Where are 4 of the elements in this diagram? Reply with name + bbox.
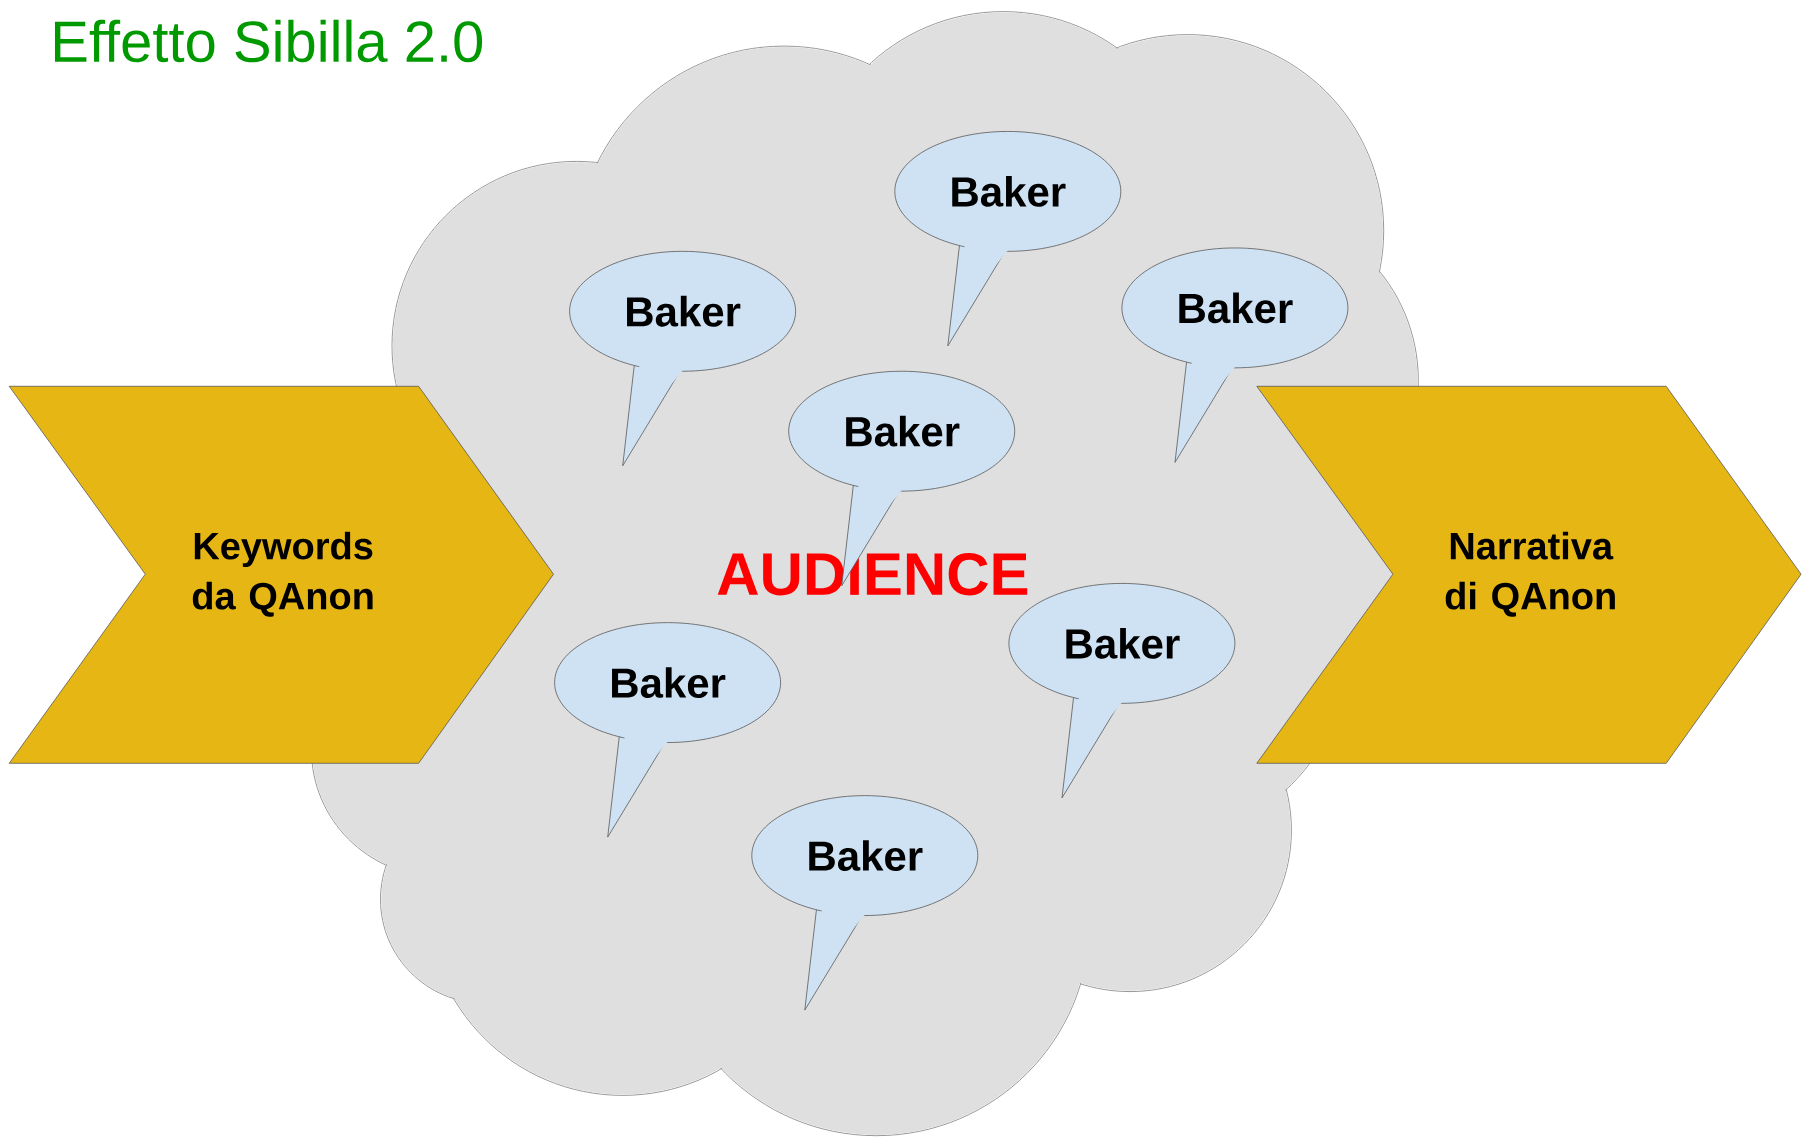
speech-bubble: Baker: [554, 622, 781, 838]
speech-bubble: Baker: [751, 795, 979, 1011]
speech-bubble: Baker: [894, 131, 1122, 347]
speech-bubble: Baker: [569, 250, 796, 467]
